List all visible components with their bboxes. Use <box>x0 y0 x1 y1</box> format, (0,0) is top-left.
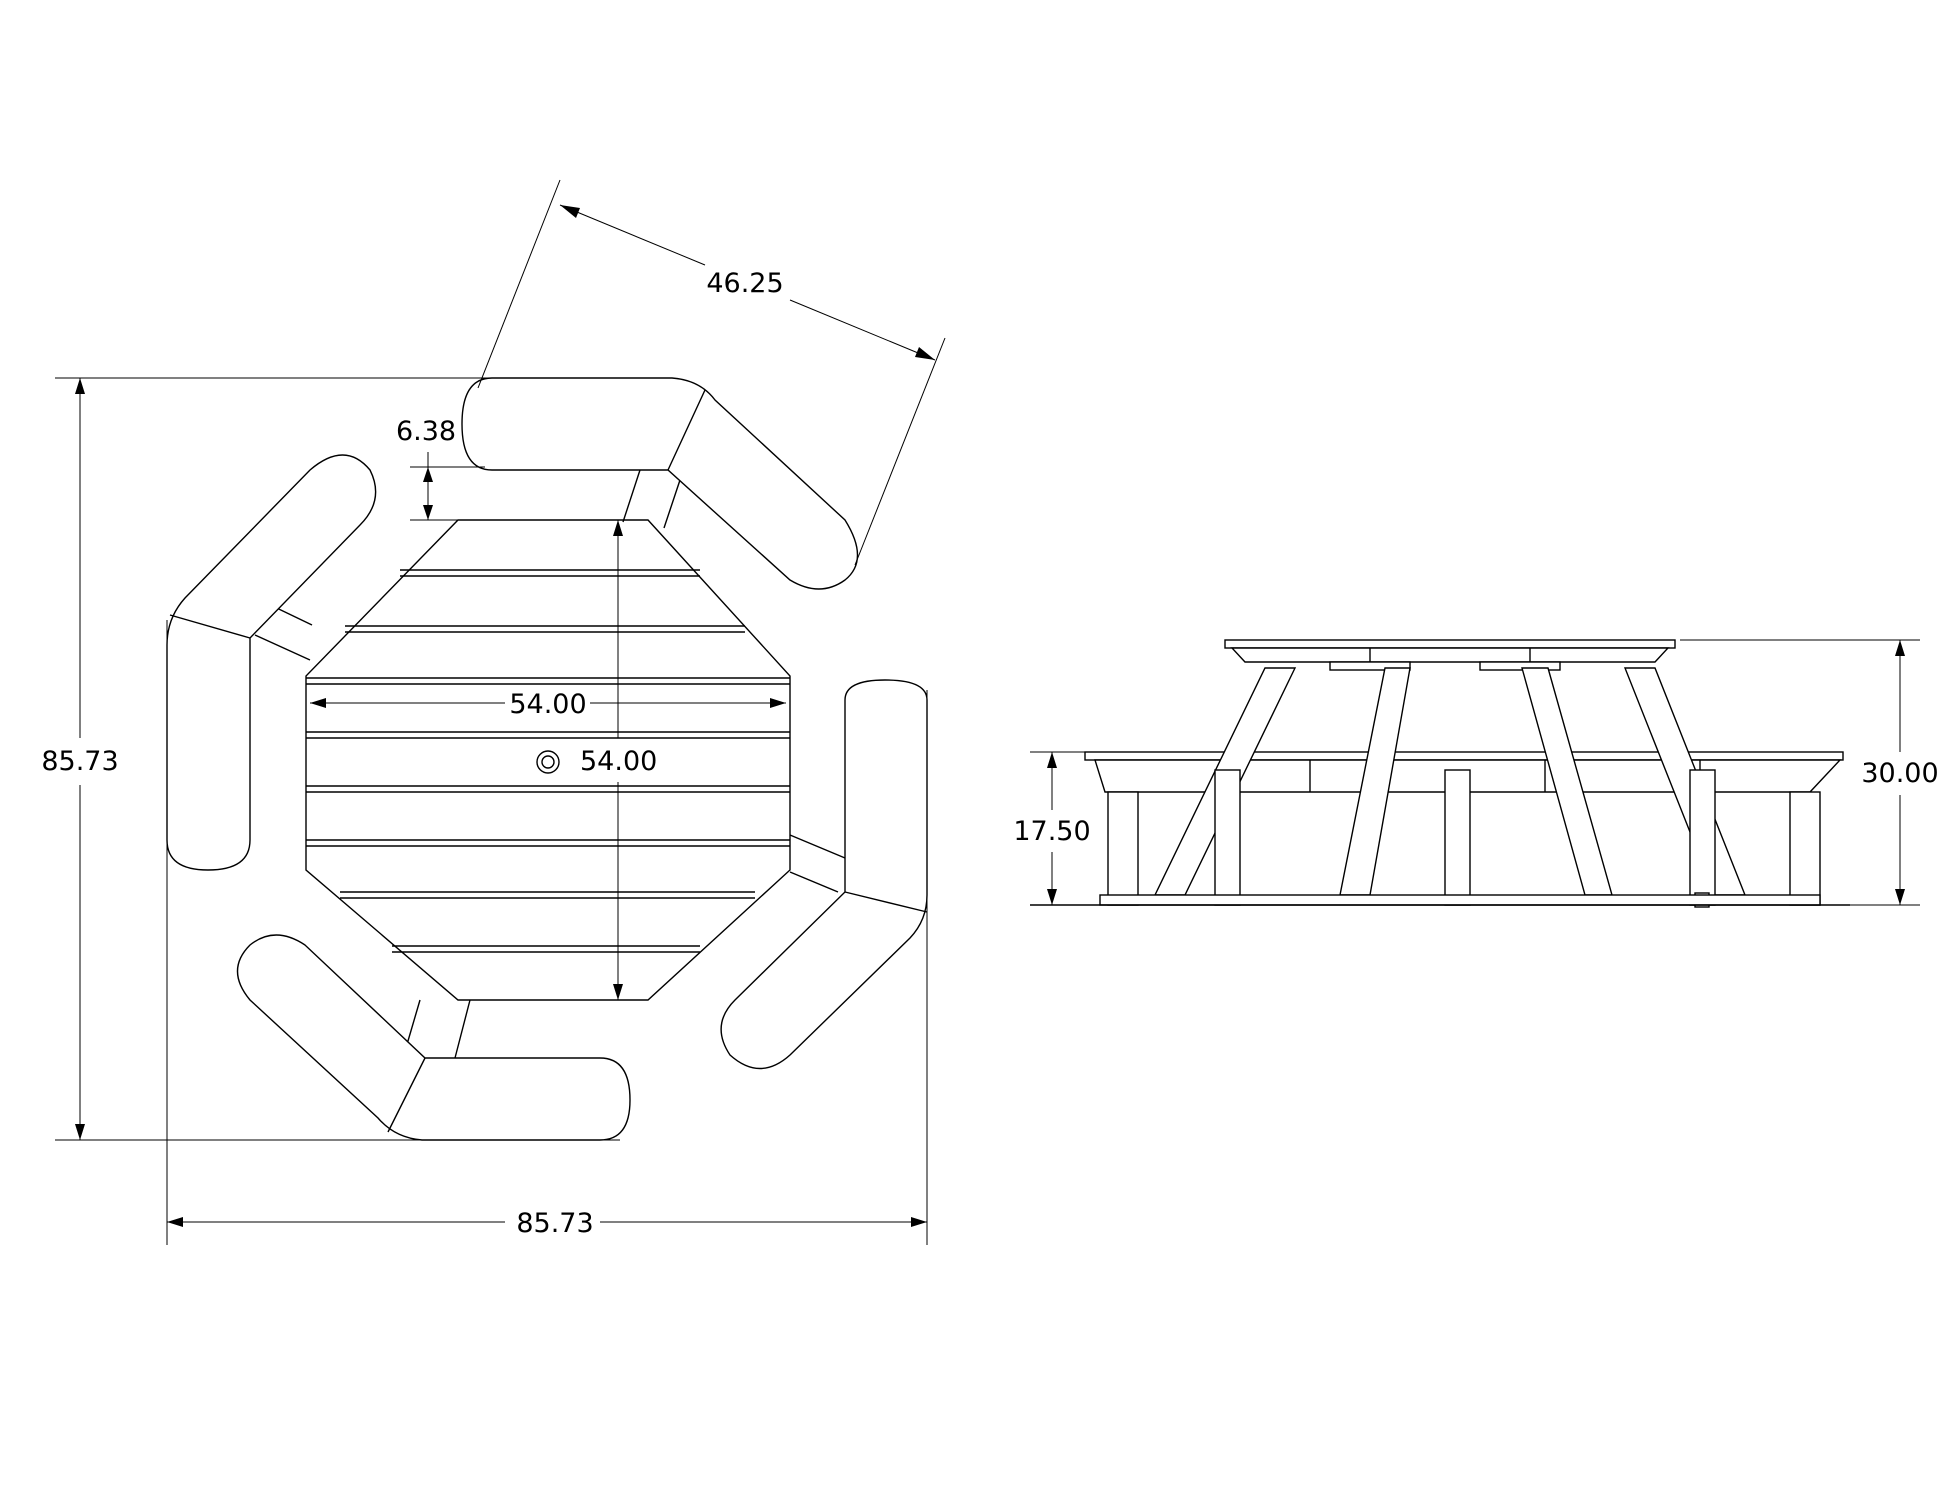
side-extension-lines <box>1030 639 1920 906</box>
bench-top <box>461 377 859 590</box>
table-top-octagon <box>305 519 791 1001</box>
dim-table-width: 54.00 <box>310 689 786 720</box>
dim-bench-length: 46.25 <box>477 179 946 566</box>
bench-right <box>720 679 928 1070</box>
dim-overall-width: 85.73 <box>167 1208 927 1239</box>
dim-overall-height: 85.73 <box>41 378 119 1140</box>
bench-bottom <box>236 934 631 1141</box>
dim-label-bench-length: 46.25 <box>706 268 783 299</box>
dim-label-table-height: 30.00 <box>1861 758 1938 789</box>
bench-left <box>166 454 377 871</box>
dim-label-overall-height: 85.73 <box>41 746 118 777</box>
dim-label-table-width: 54.00 <box>509 689 586 720</box>
dim-label-seat-height: 17.50 <box>1013 816 1090 847</box>
side-legs <box>1107 667 1821 908</box>
side-floor-rail <box>1030 894 1850 906</box>
side-table-top <box>1224 639 1676 671</box>
dim-bench-offset: 6.38 <box>396 416 485 521</box>
top-view: 46.25 6.38 54.00 54.00 <box>41 179 946 1245</box>
dim-label-overall-width: 85.73 <box>516 1208 593 1239</box>
side-view: 17.50 30.00 <box>1013 639 1939 908</box>
dim-table-height: 30.00 <box>1861 640 1939 905</box>
dim-label-table-depth: 54.00 <box>580 746 657 777</box>
dim-seat-height: 17.50 <box>1013 752 1091 905</box>
dim-label-bench-offset: 6.38 <box>396 416 456 447</box>
dim-table-depth: 54.00 <box>580 520 657 1000</box>
